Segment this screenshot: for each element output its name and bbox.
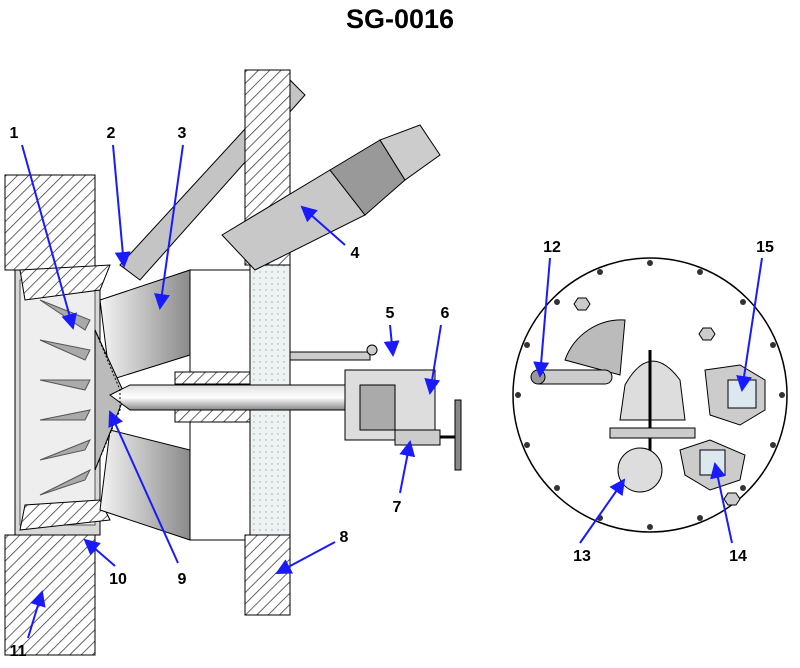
callout-arrow-15 (736, 257, 763, 392)
callout-label-12: 12 (543, 239, 561, 256)
callout-label-13: 13 (573, 548, 591, 565)
callout-label-7: 7 (393, 499, 402, 516)
burner-throat (14, 264, 111, 536)
callout-label-5: 5 (386, 305, 395, 322)
callout-arrow-2 (112, 144, 131, 268)
callout-label-2: 2 (107, 125, 116, 142)
callout-label-3: 3 (178, 125, 187, 142)
callout-label-8: 8 (340, 529, 349, 546)
callout-label-9: 9 (178, 571, 187, 588)
callout-arrow-13 (579, 478, 626, 544)
callout-label-1: 1 (10, 125, 19, 142)
front-plate (512, 257, 788, 533)
callout-label-14: 14 (729, 548, 747, 565)
callout-arrow-11 (27, 590, 46, 639)
atomizer-body (344, 344, 462, 471)
callout-arrow-8 (275, 541, 336, 574)
diffuser-disc (94, 329, 121, 471)
callout-label-11: 11 (10, 643, 27, 660)
callout-label-15: 15 (756, 239, 774, 256)
diagram-title: SG-0016 (345, 4, 455, 34)
callout-arrow-10 (83, 538, 116, 567)
swirler-vanes (39, 299, 92, 496)
callout-arrow-1 (21, 144, 77, 330)
center-wall (244, 69, 291, 616)
flame-scanner (221, 124, 441, 271)
callout-arrow-3 (154, 144, 184, 310)
callout-arrow-9 (108, 410, 179, 564)
callout-label-10: 10 (109, 571, 127, 588)
oil-gun-shaft (109, 351, 371, 423)
callout-arrow-5 (383, 324, 400, 357)
callout-label-6: 6 (441, 305, 450, 322)
callout-arrow-4 (300, 205, 346, 246)
callout-label-4: 4 (351, 245, 360, 262)
callout-arrow-12 (533, 257, 551, 378)
callout-arrow-7 (399, 440, 416, 494)
callout-arrow-6 (424, 324, 442, 395)
callout-arrow-14 (710, 462, 733, 544)
